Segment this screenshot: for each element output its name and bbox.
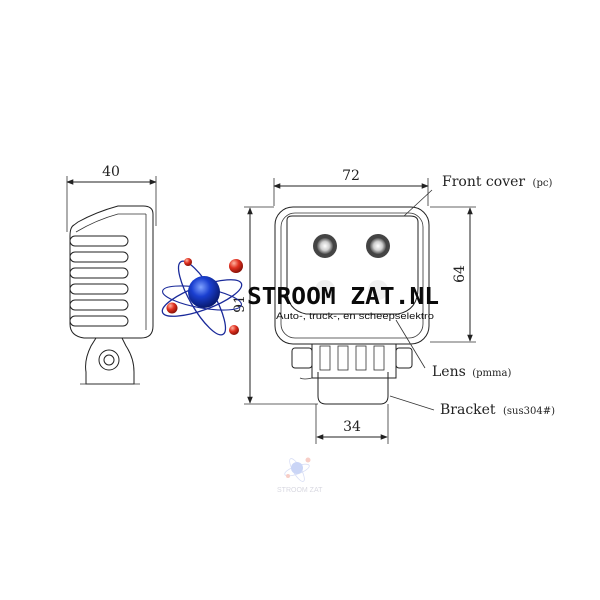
width-dimension-label: 72 bbox=[342, 168, 360, 184]
front-cover-label: Front cover bbox=[442, 174, 525, 190]
led-left bbox=[313, 234, 337, 258]
bracket-dimension-label: 34 bbox=[343, 419, 361, 435]
logo-tagline: Auto-, truck-, en scheepselektro bbox=[276, 311, 434, 322]
atom-nucleus-icon bbox=[188, 276, 220, 308]
front-bracket bbox=[291, 343, 413, 405]
svg-text:Front cover (pc): Front cover (pc) bbox=[442, 174, 552, 190]
callout-lens: Lens (pmma) bbox=[395, 319, 511, 380]
lens-material: (pmma) bbox=[472, 368, 511, 379]
lens-panel bbox=[286, 215, 419, 315]
side-mount-bracket bbox=[85, 337, 135, 385]
electron-icon bbox=[229, 259, 243, 273]
electron-icon bbox=[229, 325, 239, 335]
depth-dimension-label: 40 bbox=[102, 164, 120, 180]
electron-icon bbox=[166, 302, 178, 314]
watermark-text: STROOM ZAT bbox=[277, 487, 323, 494]
svg-text:Bracket (sus304#): Bracket (sus304#) bbox=[440, 402, 555, 418]
front-cover-material: (pc) bbox=[533, 178, 553, 189]
front-housing bbox=[274, 206, 430, 345]
svg-text:Lens (pmma): Lens (pmma) bbox=[432, 364, 511, 380]
side-view: 40 bbox=[66, 164, 157, 385]
callout-bracket: Bracket (sus304#) bbox=[389, 395, 555, 418]
electron-icon bbox=[184, 258, 192, 266]
callout-front-cover: Front cover (pc) bbox=[403, 174, 552, 217]
stroom-zat-logo: STROOM ZAT.NL Auto-, truck-, en scheepse… bbox=[161, 258, 439, 336]
led-right bbox=[366, 234, 390, 258]
logo-brand-text: STROOM ZAT.NL bbox=[247, 284, 439, 310]
lens-label: Lens bbox=[432, 364, 466, 380]
lens-height-dimension-label: 64 bbox=[452, 265, 468, 283]
bracket-material: (sus304#) bbox=[503, 406, 555, 417]
side-housing bbox=[69, 205, 154, 339]
watermark-logo: STROOM ZAT bbox=[277, 457, 323, 494]
bracket-label: Bracket bbox=[440, 402, 496, 418]
cooling-fins bbox=[69, 235, 129, 327]
